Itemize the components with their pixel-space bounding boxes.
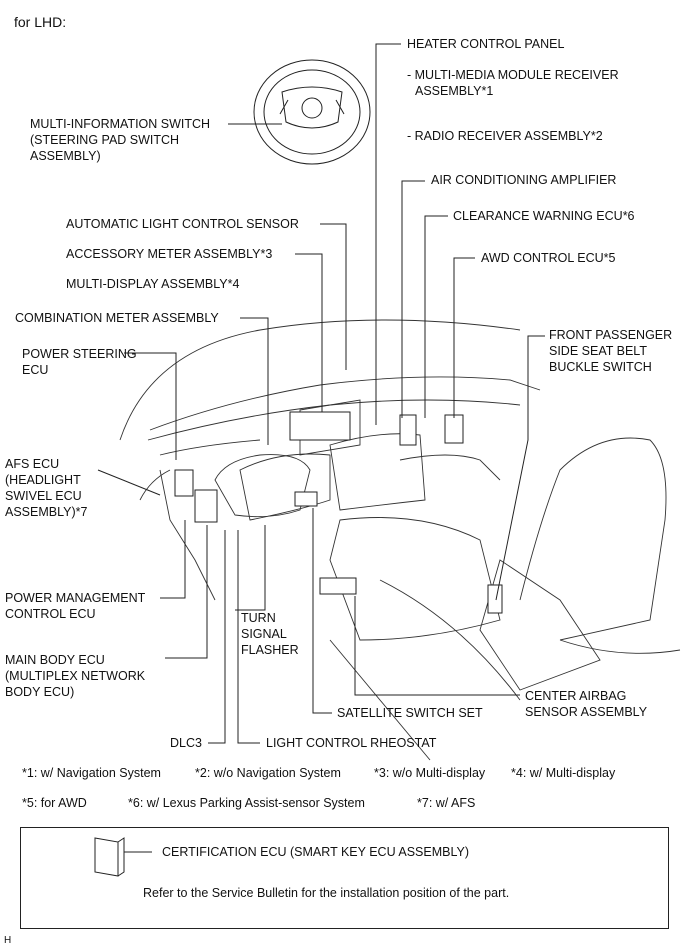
label-line: ASSEMBLY)*7 (5, 505, 88, 519)
buckle-switch-unit (487, 584, 503, 614)
label-radio-receiver: - RADIO RECEIVER ASSEMBLY*2 (407, 129, 603, 143)
label-main-body-ecu: MAIN BODY ECU (MULTIPLEX NETWORK BODY EC… (5, 652, 145, 700)
certification-ecu-note: Refer to the Service Bulletin for the in… (143, 886, 510, 900)
label-satellite-switch-set: SATELLITE SWITCH SET (337, 706, 483, 720)
label-line: MAIN BODY ECU (5, 653, 105, 667)
label-line: SIDE SEAT BELT (549, 344, 647, 358)
label-power-steering-ecu: POWER STEERING ECU (22, 346, 137, 378)
label-line: FRONT PASSENGER (549, 328, 673, 342)
label-multimedia-module-2: ASSEMBLY*1 (415, 84, 494, 98)
leader-lines (97, 43, 545, 744)
afs-ecu-unit (174, 469, 194, 497)
label-combination-meter: COMBINATION METER ASSEMBLY (15, 311, 219, 325)
dashboard-outline (119, 319, 681, 761)
label-automatic-light-sensor: AUTOMATIC LIGHT CONTROL SENSOR (66, 217, 299, 231)
label-clearance-warning-ecu: CLEARANCE WARNING ECU*6 (453, 209, 635, 223)
footnote-1: *1: w/ Navigation System (22, 766, 161, 780)
steering-wheel-inset (253, 59, 371, 165)
label-line: (STEERING PAD SWITCH (30, 133, 180, 147)
label-line: ECU (22, 363, 49, 377)
footnote-3: *3: w/o Multi-display (374, 766, 486, 780)
label-line: ASSEMBLY) (30, 149, 101, 163)
label-center-airbag-sensor: CENTER AIRBAG SENSOR ASSEMBLY (525, 688, 647, 720)
label-awd-control-ecu: AWD CONTROL ECU*5 (481, 251, 616, 265)
center-airbag-sensor-unit (319, 577, 357, 595)
multi-display-unit (289, 411, 351, 441)
footnote-4: *4: w/ Multi-display (511, 766, 616, 780)
label-line: BODY ECU) (5, 685, 75, 699)
power-management-ecu-unit (194, 489, 218, 523)
label-multi-display: MULTI-DISPLAY ASSEMBLY*4 (66, 277, 240, 291)
label-line: CENTER AIRBAG (525, 689, 627, 703)
label-front-passenger-switch: FRONT PASSENGER SIDE SEAT BELT BUCKLE SW… (549, 327, 672, 375)
corner-mark: H (4, 935, 12, 946)
footnote-2: *2: w/o Navigation System (195, 766, 341, 780)
diagram-header: for LHD: (14, 14, 67, 30)
label-air-conditioning-amplifier: AIR CONDITIONING AMPLIFIER (431, 173, 617, 187)
label-power-management-ecu: POWER MANAGEMENT CONTROL ECU (5, 590, 145, 622)
label-line: (MULTIPLEX NETWORK (5, 669, 146, 683)
footnote-6: *6: w/ Lexus Parking Assist-sensor Syste… (128, 796, 365, 810)
label-line: MULTI-INFORMATION SWITCH (30, 117, 211, 131)
label-line: POWER MANAGEMENT (5, 591, 146, 605)
component-shapes (174, 411, 503, 614)
label-light-control-rheostat: LIGHT CONTROL RHEOSTAT (266, 736, 437, 750)
certification-ecu-label: CERTIFICATION ECU (SMART KEY ECU ASSEMBL… (162, 845, 470, 859)
label-accessory-meter: ACCESSORY METER ASSEMBLY*3 (66, 247, 273, 261)
label-line: SENSOR ASSEMBLY (525, 705, 648, 719)
label-line: SIGNAL (241, 627, 287, 641)
label-line: BUCKLE SWITCH (549, 360, 652, 374)
label-heater-control-panel: HEATER CONTROL PANEL (407, 37, 565, 51)
satellite-switch-unit (294, 491, 318, 507)
certification-ecu-sketch (94, 837, 152, 877)
footnote-5: *5: for AWD (22, 796, 87, 810)
label-line: AFS ECU (5, 457, 60, 471)
label-line: CONTROL ECU (5, 607, 96, 621)
air-conditioning-amplifier-unit (399, 414, 417, 446)
label-line: FLASHER (241, 643, 299, 657)
label-line: SWIVEL ECU (5, 489, 82, 503)
label-turn-signal-flasher: TURN SIGNAL FLASHER (241, 610, 299, 658)
label-multi-information-switch: MULTI-INFORMATION SWITCH (STEERING PAD S… (30, 116, 210, 164)
label-afs-ecu: AFS ECU (HEADLIGHT SWIVEL ECU ASSEMBLY)*… (5, 456, 87, 520)
label-line: POWER STEERING (22, 347, 137, 361)
label-multimedia-module: - MULTI-MEDIA MODULE RECEIVER (407, 68, 619, 82)
label-line: (HEADLIGHT (5, 473, 81, 487)
footnote-7: *7: w/ AFS (417, 796, 476, 810)
label-dlc3: DLC3 (170, 736, 202, 750)
label-line: TURN (241, 611, 276, 625)
certification-ecu-box (20, 827, 669, 929)
clearance-warning-ecu-unit (444, 414, 464, 444)
